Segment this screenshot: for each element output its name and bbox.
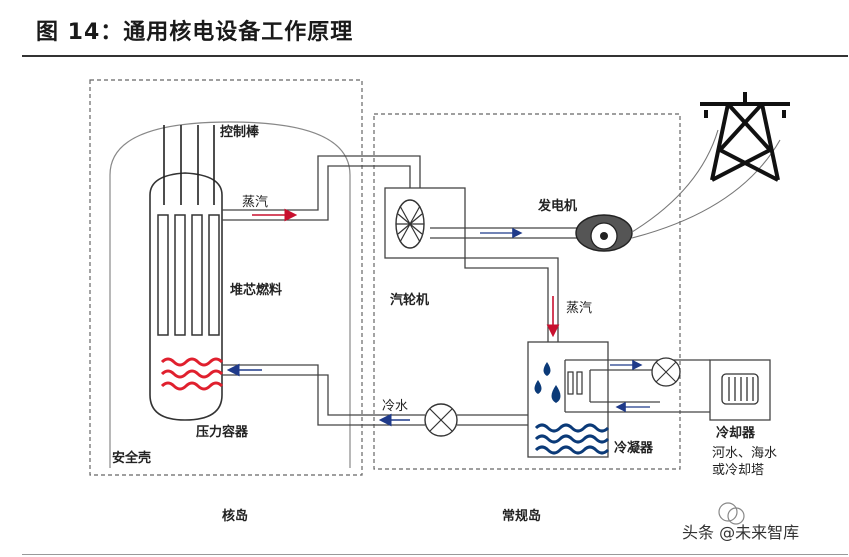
label-cold-water: 冷水: [382, 399, 408, 414]
transmission-lines: [631, 129, 781, 239]
containment-dome: [109, 121, 351, 468]
feed-pump: [424, 403, 458, 437]
fuel-assemblies: [157, 214, 220, 336]
water-drops-icon: [534, 362, 561, 403]
radiator-icon: [721, 373, 759, 405]
page-title: 图 14：通用核电设备工作原理: [36, 20, 354, 45]
generator-icon: [575, 214, 633, 252]
containment-boundary: [89, 79, 363, 476]
condenser-tubes-icon: [567, 371, 583, 395]
bottom-divider: [22, 554, 848, 555]
label-cooler-note-1: 河水、海水: [712, 446, 777, 461]
condenser-water-waves: [534, 423, 610, 455]
conventional-island-boundary: [373, 113, 681, 470]
label-core-fuel: 堆芯燃料: [230, 282, 282, 298]
turbine-shaft: [430, 227, 590, 239]
label-steam-right: 蒸汽: [566, 301, 592, 316]
label-cooler-note-2: 或冷却塔: [712, 463, 764, 478]
label-steam-left: 蒸汽: [242, 195, 268, 210]
label-cooler: 冷却器: [716, 425, 756, 441]
water-pipe-primary: [222, 364, 528, 426]
turbine-icon: [395, 199, 425, 249]
control-rods: [163, 125, 215, 205]
label-condenser: 冷凝器: [614, 440, 654, 456]
steam-pipe-exhaust: [464, 257, 559, 342]
watermark-text: 头条 @未来智库: [682, 523, 799, 542]
label-nuclear-island: 核岛: [222, 508, 248, 524]
label-conventional-island: 常规岛: [502, 508, 541, 524]
label-generator: 发电机: [537, 198, 577, 214]
label-pressure-vessel: 压力容器: [196, 424, 249, 440]
transmission-tower-icon: [700, 92, 790, 182]
watermark: 头条 @未来智库: [682, 502, 799, 542]
label-containment: 安全壳: [112, 450, 151, 466]
reactor-heat-waves: [160, 357, 224, 391]
label-control-rods: 控制棒: [220, 124, 260, 140]
title-divider: [22, 55, 848, 57]
cooling-pump: [651, 357, 681, 387]
label-turbine: 汽轮机: [390, 292, 429, 308]
